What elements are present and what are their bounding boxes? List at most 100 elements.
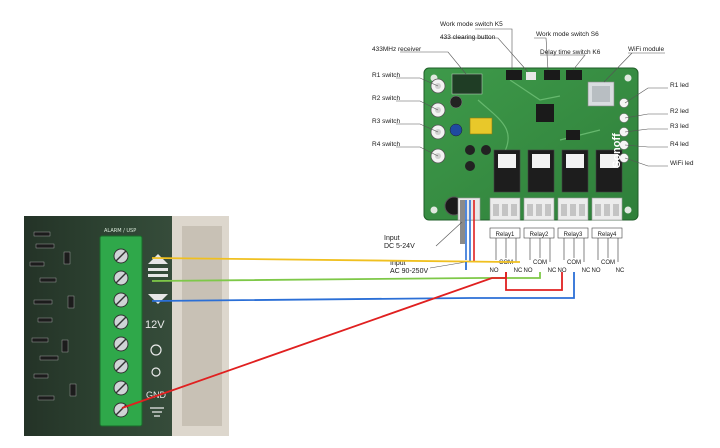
relay-com-label: COM bbox=[533, 260, 547, 266]
capacitor bbox=[449, 95, 463, 109]
terminal-slot bbox=[613, 204, 619, 216]
alarm-bar-icon bbox=[148, 274, 168, 277]
board-brand: Sonoff bbox=[611, 133, 623, 168]
alarm-up-arrow-icon bbox=[148, 254, 168, 264]
side-led bbox=[619, 127, 629, 137]
relay-no-label: NO bbox=[524, 268, 533, 274]
terminal-slot bbox=[493, 204, 499, 216]
label-wifi-module: WiFi module bbox=[628, 46, 665, 53]
label-work-mode-s6: Work mode switch S6 bbox=[536, 31, 599, 38]
terminal-slot bbox=[595, 204, 601, 216]
label-r3-led: R3 led bbox=[670, 123, 689, 130]
label-r2-led: R2 led bbox=[670, 108, 689, 115]
relay-sticker bbox=[600, 154, 618, 168]
label-r4-switch: R4 switch bbox=[372, 141, 401, 148]
terminal-slot bbox=[511, 204, 517, 216]
mount-hole bbox=[624, 206, 632, 214]
relay-no-label: NO bbox=[490, 268, 499, 274]
photo-components bbox=[29, 231, 77, 401]
relay-sticker bbox=[566, 154, 584, 168]
chip bbox=[566, 130, 580, 140]
side-led bbox=[619, 113, 629, 123]
relay-nc-label: NC bbox=[582, 268, 591, 274]
relay-contacts bbox=[563, 238, 585, 262]
screw-slot bbox=[115, 382, 127, 394]
label-wifi-led: WiFi led bbox=[670, 160, 694, 167]
relay-contacts bbox=[529, 238, 551, 262]
relay-label-box bbox=[557, 227, 589, 239]
side-led bbox=[619, 153, 629, 163]
terminal-slot bbox=[527, 204, 533, 216]
terminal-slot bbox=[579, 204, 585, 216]
side-led bbox=[619, 98, 629, 108]
screw-slot bbox=[115, 338, 127, 350]
side-leds bbox=[619, 98, 629, 163]
work-mode-switch-k5 bbox=[506, 70, 522, 80]
wires bbox=[121, 257, 575, 409]
capacitor bbox=[481, 145, 491, 155]
wifi-module-shield bbox=[592, 86, 610, 102]
transformer bbox=[469, 117, 493, 135]
input-ac-line1: Input bbox=[390, 260, 406, 267]
wire-green bbox=[151, 272, 541, 282]
screw-slot bbox=[115, 360, 127, 372]
label-receiver-433: 433MHz receiver bbox=[372, 46, 422, 53]
sonoff-board: Sonoff bbox=[423, 67, 639, 221]
input-dc: Input DC 5-24V bbox=[384, 200, 465, 250]
input-ac: Input AC 90-250V bbox=[390, 200, 475, 275]
terminal-slot bbox=[536, 204, 542, 216]
terminal-slot bbox=[545, 204, 551, 216]
alarm-voltage-label: 12V bbox=[145, 319, 165, 331]
terminal-slot bbox=[502, 204, 508, 216]
relay-label-box bbox=[489, 227, 521, 239]
relay-name: Relay1 bbox=[496, 232, 515, 238]
terminal-screws bbox=[113, 248, 129, 418]
alarm-panel-photo: ALARM / USP 12V GND bbox=[24, 216, 229, 436]
receiver-433-module bbox=[451, 73, 483, 95]
terminal-slot bbox=[570, 204, 576, 216]
delay-time-switch-k6 bbox=[566, 70, 582, 80]
alarm-ring-icon bbox=[150, 344, 162, 356]
work-mode-switch-s6 bbox=[544, 70, 560, 80]
input-ac-line2: AC 90-250V bbox=[390, 268, 428, 275]
screw-slot bbox=[115, 294, 127, 306]
label-r4-led: R4 led bbox=[670, 141, 689, 148]
alarm-ground-label: GND bbox=[146, 390, 167, 400]
ac-callout bbox=[429, 261, 467, 269]
relay-name: Relay3 bbox=[564, 232, 583, 238]
relay-nc-label: NC bbox=[548, 268, 557, 274]
relay-com-label: COM bbox=[567, 260, 581, 266]
capacitor bbox=[465, 145, 475, 155]
label-delay-k6: Delay time switch K6 bbox=[540, 49, 601, 56]
relay-com-label: COM bbox=[601, 260, 615, 266]
screw-slot bbox=[115, 250, 127, 262]
label-r3-switch: R3 switch bbox=[372, 118, 401, 125]
relay-contacts bbox=[495, 238, 517, 262]
relay-contacts bbox=[597, 238, 619, 262]
relay-com-label: COM bbox=[499, 260, 513, 266]
alarm-ring-small-icon bbox=[151, 367, 161, 377]
screw-slot bbox=[115, 316, 127, 328]
terminal-slot bbox=[604, 204, 610, 216]
dc-wire bbox=[460, 200, 465, 244]
relay-label-box bbox=[591, 227, 623, 239]
alarm-header-label: ALARM / USP bbox=[104, 228, 136, 234]
wire-blue bbox=[151, 272, 575, 302]
terminal-block bbox=[99, 235, 143, 427]
input-dc-line2: DC 5-24V bbox=[384, 243, 415, 250]
wire-yellow bbox=[151, 257, 520, 263]
capacitor bbox=[465, 161, 475, 171]
relay-name: Relay4 bbox=[598, 232, 617, 238]
mount-hole bbox=[624, 74, 632, 82]
label-r2-switch: R2 switch bbox=[372, 95, 401, 102]
alarm-bar-icon bbox=[148, 268, 168, 271]
clearing-button bbox=[526, 72, 536, 80]
relay-nc-label: NC bbox=[616, 268, 625, 274]
label-r1-switch: R1 switch bbox=[372, 72, 401, 79]
dc-callout bbox=[435, 221, 463, 247]
relay-label-box bbox=[523, 227, 555, 239]
relay-row bbox=[493, 149, 623, 193]
relay-sticker bbox=[498, 154, 516, 168]
